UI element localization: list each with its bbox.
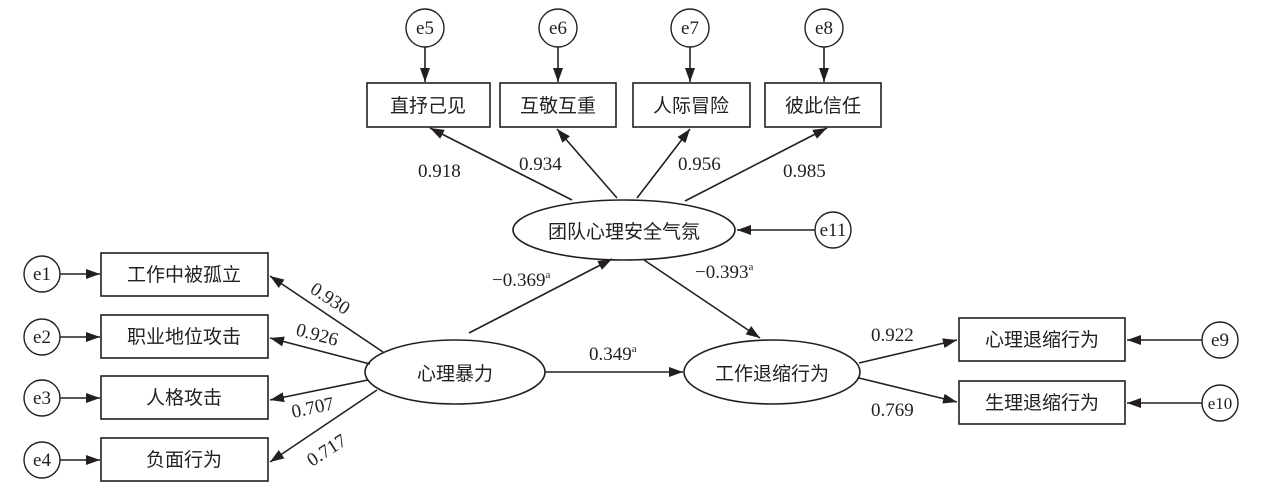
error-e5-label: e5 [416, 18, 434, 39]
loading-value-violence-1: 0.930 [306, 279, 353, 320]
error-e11: e11 [737, 211, 852, 249]
error-e2: e2 [23, 318, 100, 356]
indicator-box-zhishujijian: 直抒己见 [366, 82, 491, 128]
indicator-box-hujinghuzhong: 互敬互重 [499, 82, 617, 128]
error-e2-label: e2 [33, 327, 51, 348]
latent-psych-violence: 心理暴力 [364, 339, 546, 405]
loading-arrow-violence-3 [269, 379, 369, 403]
error-e1-label: e1 [33, 264, 51, 285]
error-e9: e9 [1127, 321, 1239, 359]
error-e8: e8 [804, 8, 844, 82]
indicator-box-negative-behavior: 负面行为 [100, 437, 269, 482]
error-e11-label: e11 [820, 220, 847, 241]
withdrawal-error-terms: e9 e10 [1127, 321, 1239, 422]
safety-indicators: 直抒己见 互敬互重 人际冒险 彼此信任 [366, 82, 882, 128]
loading-value-withdrawal-2: 0.769 [871, 400, 914, 421]
error-e7: e7 [670, 8, 710, 82]
structural-paths: −0.369a −0.393a 0.349a [468, 258, 761, 377]
indicator-label: 人格攻击 [146, 387, 222, 409]
indicator-box-career-status-attack: 职业地位攻击 [100, 314, 269, 359]
loading-value-violence-4: 0.717 [303, 430, 350, 471]
indicator-label: 互敬互重 [520, 95, 596, 117]
indicator-label: 心理退缩行为 [985, 329, 1099, 351]
loading-arrow-withdrawal-1 [858, 338, 958, 364]
loading-value-safety-4: 0.985 [783, 161, 826, 182]
path-safety-to-withdrawal [643, 259, 761, 339]
indicator-box-physical-withdrawal: 生理退缩行为 [958, 380, 1126, 425]
error-e6-label: e6 [549, 18, 567, 39]
loading-arrow-violence-4 [269, 389, 378, 463]
indicator-label: 直抒己见 [390, 95, 466, 117]
indicator-box-isolated-at-work: 工作中被孤立 [100, 252, 269, 297]
safety-loading-paths: 0.918 0.934 0.956 0.985 [418, 127, 828, 202]
indicator-box-bicixinren: 彼此信任 [764, 82, 882, 128]
loading-arrow-safety-2 [556, 128, 618, 199]
loading-arrow-withdrawal-2 [858, 377, 958, 404]
error-e3: e3 [23, 379, 100, 417]
loading-value-safety-1: 0.918 [418, 161, 461, 182]
path-safety-to-withdrawal-value: −0.393a [695, 261, 753, 283]
error-e4: e4 [23, 441, 100, 479]
error-e1: e1 [23, 255, 100, 293]
path-violence-to-safety-value: −0.369a [492, 269, 550, 291]
indicator-box-psychological-withdrawal: 心理退缩行为 [958, 317, 1126, 362]
latent-psych-safety: 团队心理安全气氛 [512, 199, 736, 261]
error-e6: e6 [538, 8, 578, 82]
error-e10: e10 [1127, 384, 1239, 422]
latent-psych-violence-label: 心理暴力 [417, 363, 493, 385]
error-e9-label: e9 [1211, 330, 1229, 351]
loading-arrow-safety-1 [429, 127, 573, 201]
indicator-label: 负面行为 [146, 449, 222, 471]
indicator-box-renjimaoxian: 人际冒险 [632, 82, 751, 128]
safety-error-terms: e5 e6 e7 e8 [405, 8, 844, 82]
loading-arrow-safety-4 [684, 127, 828, 202]
loading-value-violence-3: 0.707 [290, 393, 336, 422]
path-violence-to-safety [468, 258, 613, 334]
indicator-box-personal-attack: 人格攻击 [100, 375, 269, 420]
error-e5: e5 [405, 8, 445, 82]
indicator-label: 生理退缩行为 [985, 392, 1099, 414]
latent-work-withdrawal: 工作退缩行为 [683, 339, 861, 405]
withdrawal-loading-paths: 0.922 0.769 [858, 325, 958, 421]
loading-arrow-violence-1 [269, 275, 384, 353]
path-violence-to-withdrawal-value: 0.349a [589, 343, 637, 365]
loading-value-safety-3: 0.956 [678, 154, 721, 175]
error-e4-label: e4 [33, 450, 51, 471]
loading-value-safety-2: 0.934 [519, 154, 562, 175]
latent-psych-safety-label: 团队心理安全气氛 [548, 221, 700, 243]
indicator-label: 人际冒险 [653, 95, 729, 117]
error-e7-label: e7 [681, 18, 699, 39]
loading-arrow-safety-3 [636, 128, 691, 199]
indicator-label: 职业地位攻击 [127, 326, 241, 348]
violence-indicators: 工作中被孤立 职业地位攻击 人格攻击 负面行为 [100, 252, 269, 482]
loading-value-withdrawal-1: 0.922 [871, 325, 914, 346]
indicator-label: 工作中被孤立 [127, 264, 241, 286]
withdrawal-indicators: 心理退缩行为 生理退缩行为 [958, 317, 1126, 425]
latent-work-withdrawal-label: 工作退缩行为 [715, 363, 829, 385]
loading-arrow-violence-2 [269, 336, 371, 365]
error-e3-label: e3 [33, 388, 51, 409]
violence-error-terms: e1 e2 e3 e4 [23, 255, 100, 479]
error-e8-label: e8 [815, 18, 833, 39]
indicator-label: 彼此信任 [785, 95, 861, 117]
error-e10-label: e10 [1208, 394, 1233, 413]
